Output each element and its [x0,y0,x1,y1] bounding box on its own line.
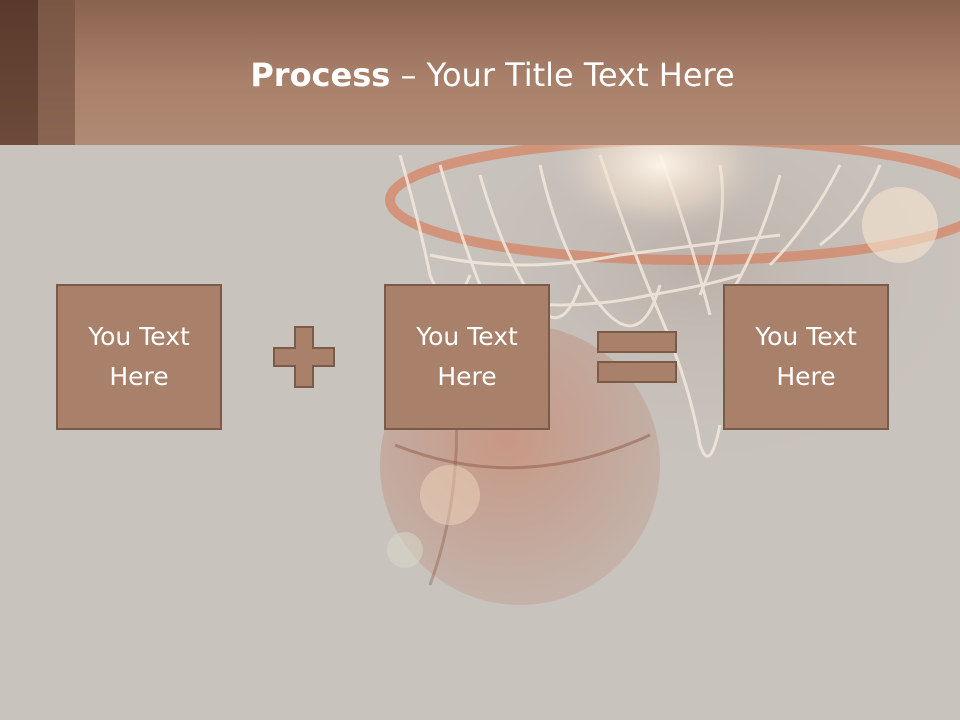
text-box-2[interactable]: You Text Here [384,284,550,430]
text-box-1-label: You Text Here [88,322,190,391]
text-box-3[interactable]: You Text Here [723,284,889,430]
header-accent-stripe [0,0,38,145]
title-rest-text: – Your Title Text Here [390,56,735,94]
header-accent-stripe [38,0,75,145]
slide-title[interactable]: Process – Your Title Text Here [75,52,910,98]
text-box-3-label: You Text Here [755,322,857,391]
plus-icon [273,326,335,388]
equals-icon [597,331,677,383]
basketball-hoop-image [0,145,960,720]
header-band: Process – Your Title Text Here [0,0,960,145]
text-box-2-label: You Text Here [416,322,518,391]
text-box-1[interactable]: You Text Here [56,284,222,430]
title-bold-text: Process [250,56,391,94]
